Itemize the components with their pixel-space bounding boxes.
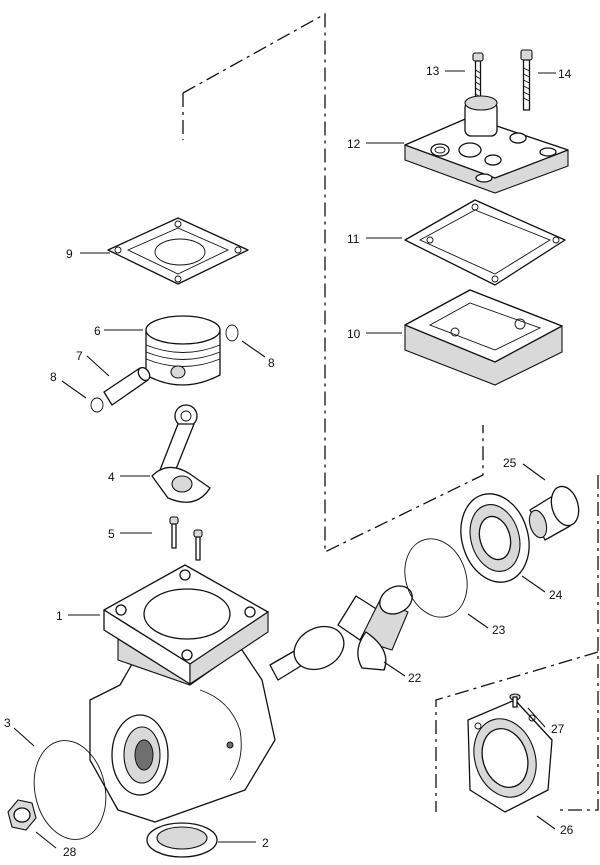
callout-24: 24	[549, 588, 563, 602]
piston-6	[145, 315, 221, 386]
circlip-8-right	[225, 324, 239, 342]
callout-26: 26	[560, 823, 574, 837]
callout-11: 11	[347, 232, 360, 246]
bearing-cover-26	[467, 699, 553, 813]
connecting-rod-4	[151, 404, 211, 503]
callout-6: 6	[94, 324, 101, 338]
o-ring-3	[33, 740, 107, 840]
callout-3: 3	[4, 716, 11, 730]
callout-1: 1	[56, 609, 63, 623]
o-ring-23	[404, 538, 468, 618]
cover-2	[146, 822, 218, 858]
cylinder-head-cover-12	[404, 95, 569, 194]
rod-bolts-5	[169, 516, 203, 561]
callout-4: 4	[108, 470, 115, 484]
callout-23: 23	[492, 623, 506, 637]
callout-22: 22	[408, 671, 422, 685]
crankcase-1	[89, 564, 276, 823]
valve-plate-10	[404, 289, 563, 386]
head-gasket-11	[404, 199, 566, 286]
callout-27: 27	[551, 722, 565, 736]
callout-13: 13	[426, 64, 440, 78]
cylinder-gasket-9	[107, 217, 249, 285]
callout-28: 28	[63, 845, 77, 859]
callout-14: 14	[558, 67, 572, 81]
piston-pin-7	[103, 366, 151, 406]
bearing-24	[460, 493, 530, 583]
screw-27	[509, 693, 521, 708]
callout-25: 25	[503, 456, 517, 470]
assembly-guide-lines	[182, 12, 599, 812]
long-bolt-14	[520, 49, 533, 111]
callout-2: 2	[262, 836, 269, 850]
circlip-8-left	[90, 397, 104, 413]
callout-8-right: 8	[268, 356, 275, 370]
callout-8-left: 8	[50, 370, 57, 384]
sleeve-25	[528, 485, 580, 541]
plug-28	[7, 799, 37, 831]
callout-12: 12	[347, 137, 361, 151]
callout-7: 7	[76, 349, 83, 363]
callout-5: 5	[108, 527, 115, 541]
leader-lines	[13, 70, 556, 849]
callout-9: 9	[66, 247, 73, 261]
callout-labels: 13 14 12 11 10 9 6 7 8 8 4 5 1 2 3 28 22…	[4, 64, 574, 859]
crankshaft-22	[269, 585, 413, 681]
callout-10: 10	[347, 327, 361, 341]
